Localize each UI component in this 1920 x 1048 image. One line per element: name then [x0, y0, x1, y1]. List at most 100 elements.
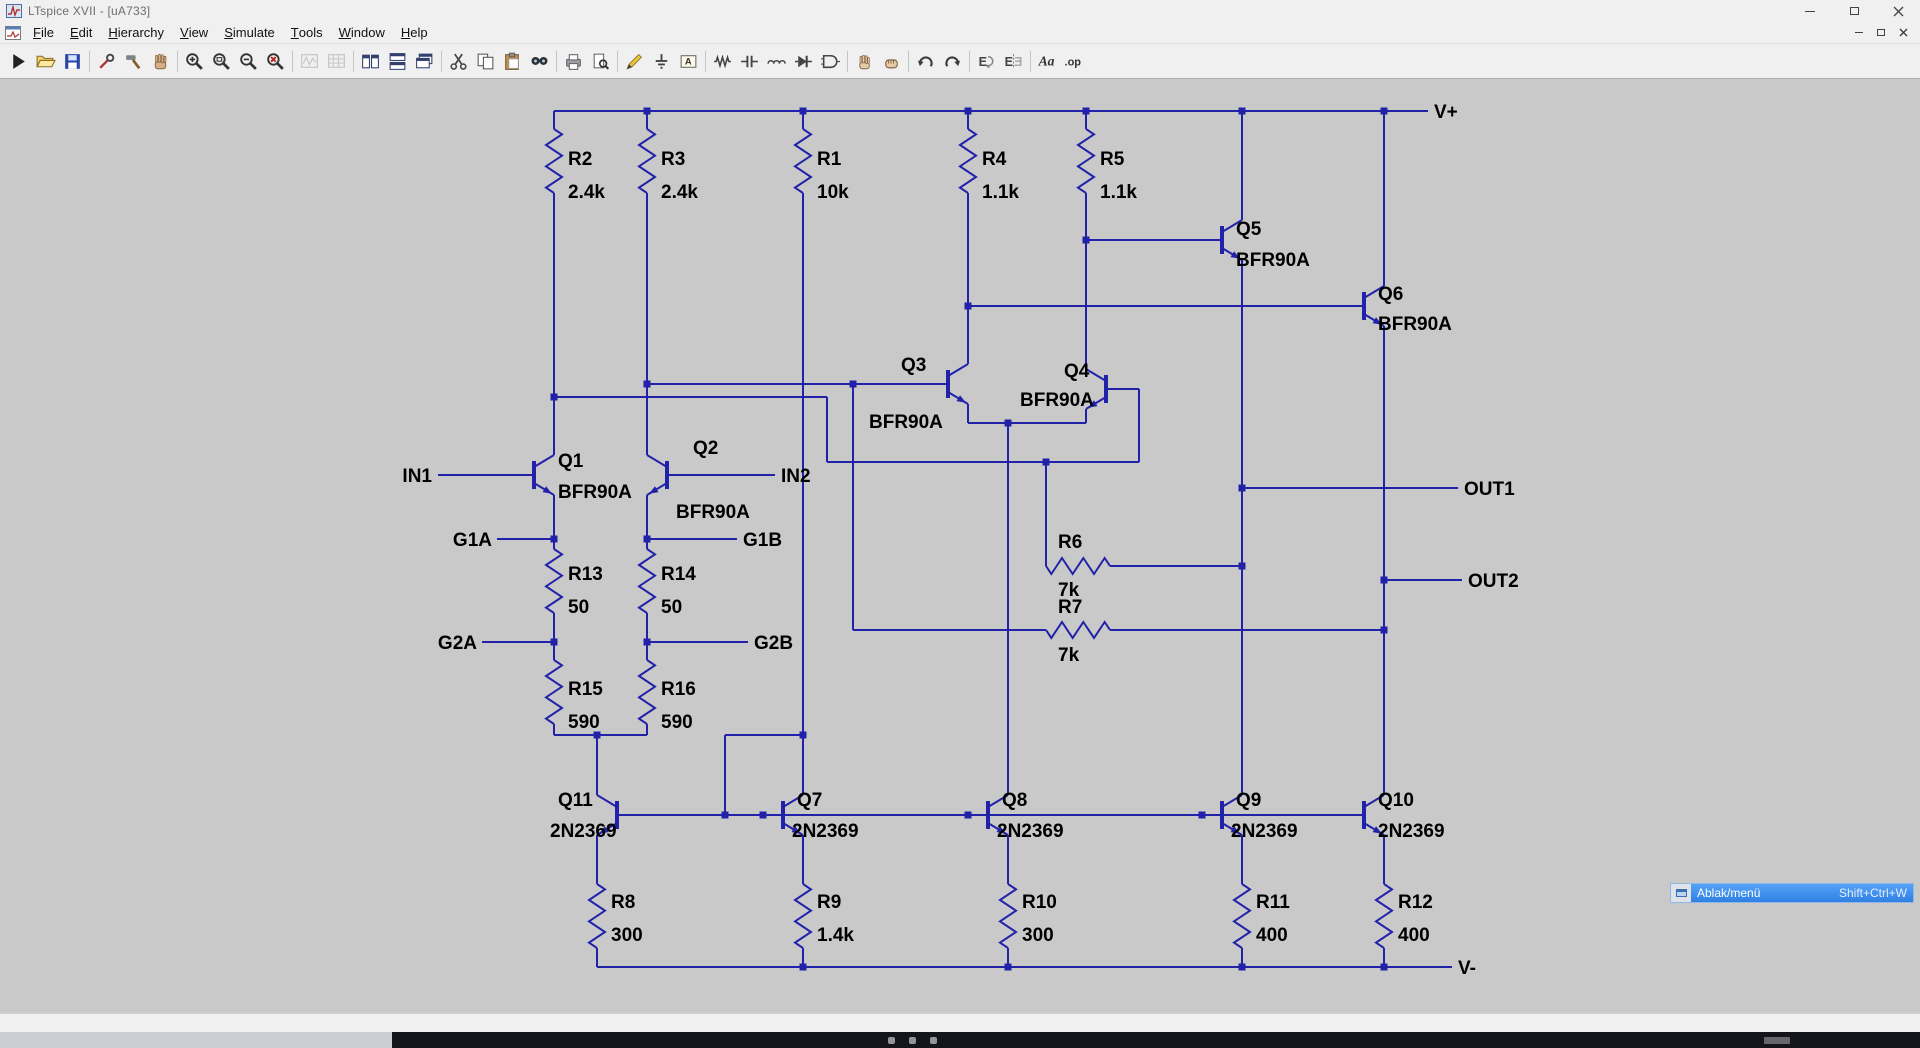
- toolbar-zoom-in-button[interactable]: [181, 48, 208, 75]
- taskbar-tray-area[interactable]: [1764, 1036, 1790, 1044]
- toolbar-move-button[interactable]: [851, 48, 878, 75]
- toolbar-resistor-button[interactable]: [709, 48, 736, 75]
- toolbar-zoom-full-button[interactable]: [262, 48, 289, 75]
- taskbar-icon[interactable]: [930, 1036, 937, 1044]
- toolbar-draw-wire-button[interactable]: [621, 48, 648, 75]
- mdi-minimize-button[interactable]: [1848, 24, 1870, 42]
- resistor-value-label: 1.1k: [1100, 182, 1137, 203]
- toolbar-tile-vertical-button[interactable]: [357, 48, 384, 75]
- transistor-model-label: 2N2369: [1378, 821, 1445, 842]
- resistor-R9[interactable]: R91.4k: [793, 883, 854, 949]
- toolbar-capacitor-button[interactable]: [736, 48, 763, 75]
- toolbar-tile-horizontal-button[interactable]: [384, 48, 411, 75]
- toolbar-find-button[interactable]: [526, 48, 553, 75]
- toolbar-separator: [353, 50, 354, 72]
- toolbar-print-preview-button[interactable]: [587, 48, 614, 75]
- resistor-R2[interactable]: R22.4k: [544, 128, 605, 203]
- schematic-doc-icon[interactable]: [5, 25, 21, 40]
- toolbar-paste-button[interactable]: [499, 48, 526, 75]
- taskbar-icon[interactable]: [909, 1036, 916, 1044]
- resistor-R4[interactable]: R41.1k: [958, 128, 1019, 203]
- toolbar-text-button[interactable]: Aa: [1034, 48, 1061, 75]
- windows-taskbar[interactable]: [0, 1032, 1920, 1048]
- toolbar-drag-button[interactable]: [878, 48, 905, 75]
- resistor-value-label: 10k: [817, 182, 849, 203]
- toolbar-run-button[interactable]: [5, 48, 32, 75]
- toolbar-print-button[interactable]: [560, 48, 587, 75]
- toolbar-save-button[interactable]: [59, 48, 86, 75]
- transistor-name-label: Q3: [901, 355, 926, 376]
- net-label-IN2: IN2: [781, 466, 811, 487]
- toolbar-probe-button[interactable]: [93, 48, 120, 75]
- toolbar-rotate-button[interactable]: E: [973, 48, 1000, 75]
- toolbar-inductor-button[interactable]: [763, 48, 790, 75]
- toolbar-copy-button[interactable]: [472, 48, 499, 75]
- toolbar-net-label-button[interactable]: A: [675, 48, 702, 75]
- maximize-button[interactable]: [1832, 0, 1876, 22]
- taskbar-icon[interactable]: [888, 1036, 895, 1044]
- toolbar-autorange-button: [296, 48, 323, 75]
- toolbar-undo-button[interactable]: [912, 48, 939, 75]
- transistor-model-label: BFR90A: [1378, 314, 1452, 335]
- tile-vertical-icon: [362, 54, 379, 68]
- close-button[interactable]: [1876, 0, 1920, 22]
- title-bar: LTspice XVII - [uA733]: [0, 0, 1920, 22]
- toolbar-control-panel-button[interactable]: [120, 48, 147, 75]
- toolbar-cascade-button[interactable]: [411, 48, 438, 75]
- resistor-value-label: 1.4k: [817, 925, 854, 946]
- minimize-button[interactable]: [1788, 0, 1832, 22]
- taskbar-app-button[interactable]: [0, 1032, 392, 1048]
- transistor-model-label: BFR90A: [869, 412, 943, 433]
- toolbar-component-button[interactable]: [817, 48, 844, 75]
- wires[interactable]: [438, 110, 1462, 968]
- mdi-close-button[interactable]: [1892, 24, 1914, 42]
- inductor-icon: [767, 59, 786, 64]
- toolbar-zoom-box-button[interactable]: [208, 48, 235, 75]
- spice-directive-icon: .op: [1065, 56, 1082, 68]
- toolbar-redo-button[interactable]: [939, 48, 966, 75]
- resistor-R5[interactable]: R51.1k: [1076, 128, 1137, 203]
- toolbar-diode-button[interactable]: [790, 48, 817, 75]
- toolbar-spice-directive-button[interactable]: .op: [1061, 48, 1088, 75]
- toolbar-ground-button[interactable]: [648, 48, 675, 75]
- component-icon: [821, 54, 840, 68]
- toolbar-halt-button[interactable]: [147, 48, 174, 75]
- toolbar-cut-button[interactable]: [445, 48, 472, 75]
- toolbar-open-button[interactable]: [32, 48, 59, 75]
- toolbar-zoom-out-button[interactable]: [235, 48, 262, 75]
- resistor-R3[interactable]: R32.4k: [637, 128, 698, 203]
- mdi-restore-button[interactable]: [1870, 24, 1892, 42]
